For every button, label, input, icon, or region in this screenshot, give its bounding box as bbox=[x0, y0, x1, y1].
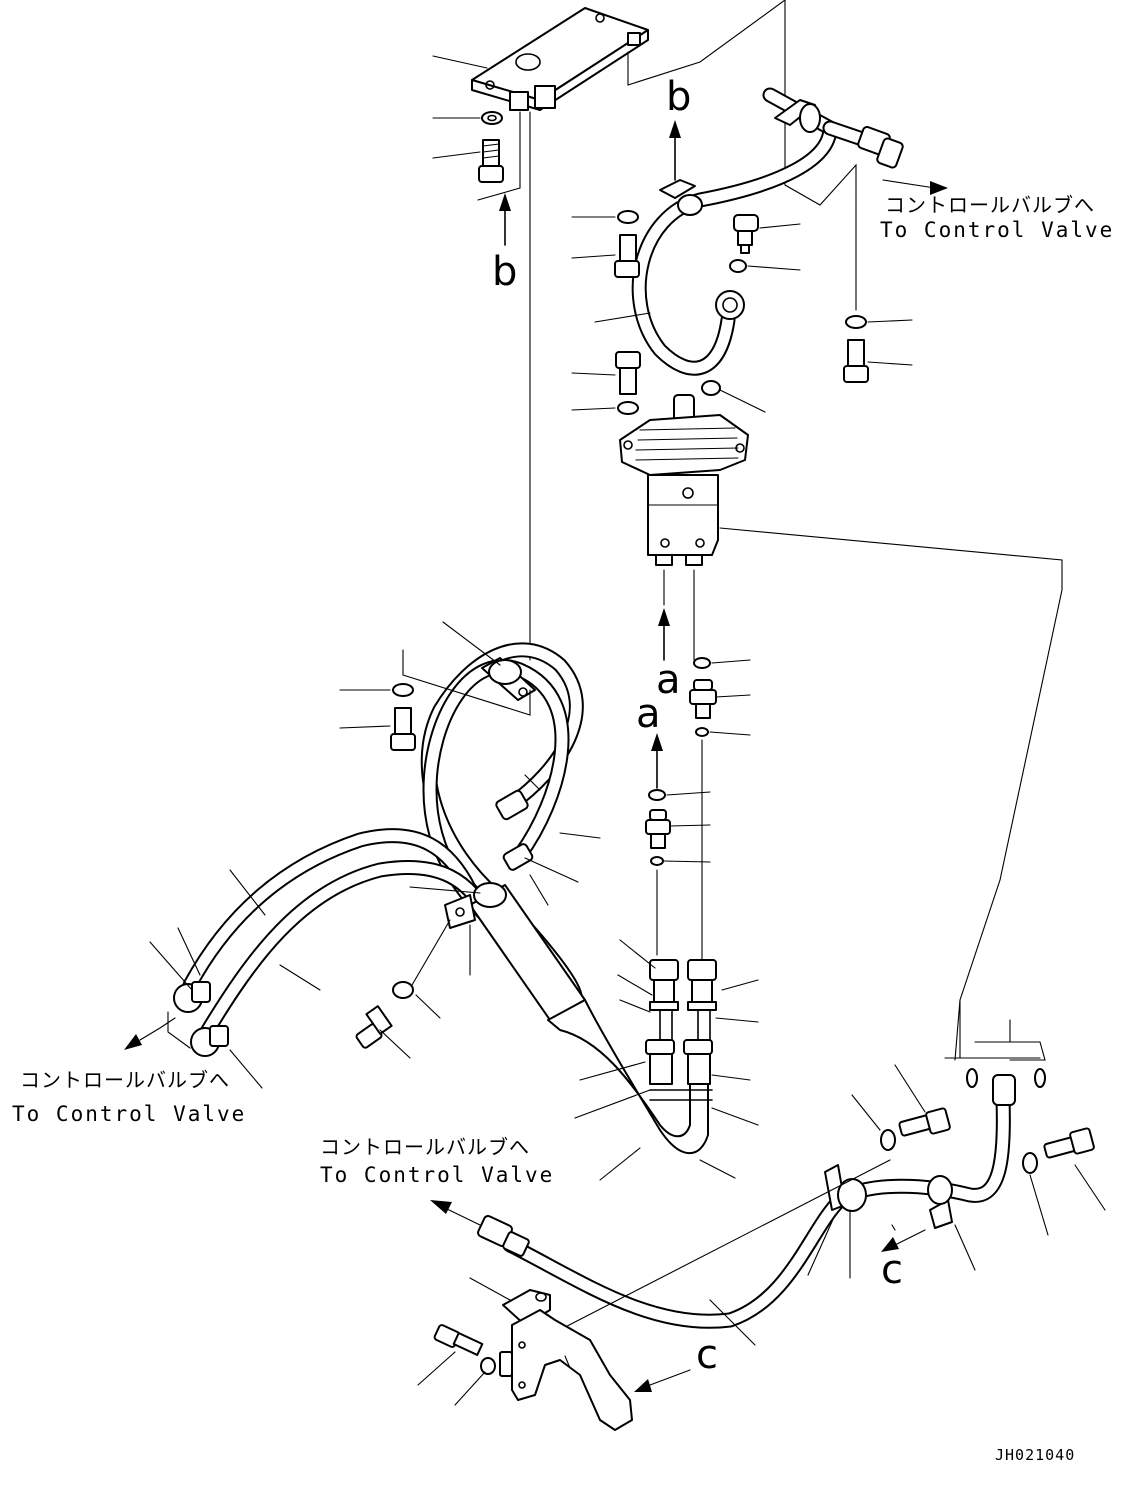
bolt bbox=[615, 351, 641, 395]
washer bbox=[617, 401, 639, 415]
hose-fitting bbox=[495, 789, 534, 871]
lower-hose bbox=[502, 1092, 1011, 1329]
o-ring bbox=[701, 380, 721, 396]
center-hose-fittings bbox=[645, 959, 717, 1101]
adapter bbox=[689, 679, 717, 719]
upper-clamp bbox=[774, 99, 821, 133]
o-ring bbox=[648, 789, 666, 801]
marker-c-bottom: c bbox=[696, 1332, 718, 1378]
washer bbox=[617, 210, 639, 224]
upper-hose-fitting bbox=[857, 126, 904, 169]
bolt bbox=[843, 339, 869, 383]
label-to-control-valve-en-2: To Control Valve bbox=[12, 1102, 246, 1126]
o-ring bbox=[695, 727, 709, 737]
pilot-valve-body bbox=[619, 394, 749, 566]
pressure-switch bbox=[733, 214, 759, 254]
lower-hose-elbow bbox=[992, 1074, 1016, 1106]
lower-clamp-upper-hose bbox=[659, 179, 703, 216]
lower-clamp-left bbox=[824, 1164, 867, 1212]
label-to-control-valve-jp-3: コントロールバルブへ bbox=[320, 1135, 530, 1159]
washer bbox=[392, 683, 414, 697]
washer bbox=[480, 1357, 496, 1375]
lower-clamp-right bbox=[927, 1175, 953, 1229]
bolt bbox=[1043, 1127, 1095, 1159]
bolt bbox=[355, 1005, 393, 1049]
middle-loop-clamp bbox=[444, 882, 507, 929]
bolt bbox=[898, 1107, 951, 1137]
bolt bbox=[478, 139, 504, 183]
washer bbox=[845, 315, 867, 329]
drawing-code: JH021040 bbox=[995, 1446, 1075, 1464]
washer bbox=[481, 111, 503, 125]
o-ring bbox=[693, 657, 711, 669]
bolt bbox=[390, 707, 416, 751]
washer bbox=[880, 1129, 896, 1151]
marker-a-lower: a bbox=[636, 691, 661, 737]
o-ring bbox=[650, 856, 664, 866]
label-to-control-valve-jp-2: コントロールバルブへ bbox=[20, 1068, 230, 1092]
top-bracket bbox=[471, 7, 649, 111]
marker-b-top: b bbox=[666, 74, 691, 120]
bolt bbox=[433, 1324, 484, 1356]
middle-hoses bbox=[182, 642, 584, 1043]
bolt bbox=[614, 234, 640, 278]
adapter bbox=[645, 809, 671, 849]
washer bbox=[1022, 1152, 1038, 1174]
upper-loop-clamp bbox=[481, 657, 536, 701]
washer bbox=[392, 981, 414, 999]
marker-c-right: c bbox=[881, 1247, 903, 1293]
label-to-control-valve-en-1: To Control Valve bbox=[880, 218, 1114, 242]
o-ring bbox=[729, 259, 747, 273]
left-hose-fittings bbox=[173, 981, 229, 1057]
label-to-control-valve-en-3: To Control Valve bbox=[320, 1163, 554, 1187]
marker-b-left: b bbox=[492, 249, 517, 295]
marker-a-upper: a bbox=[656, 657, 681, 703]
label-to-control-valve-jp-1: コントロールバルブへ bbox=[885, 193, 1095, 217]
lower-hose-end-fitting bbox=[477, 1215, 530, 1257]
upper-hose-elbow-fitting bbox=[715, 290, 745, 320]
lower-bracket bbox=[502, 1289, 633, 1431]
